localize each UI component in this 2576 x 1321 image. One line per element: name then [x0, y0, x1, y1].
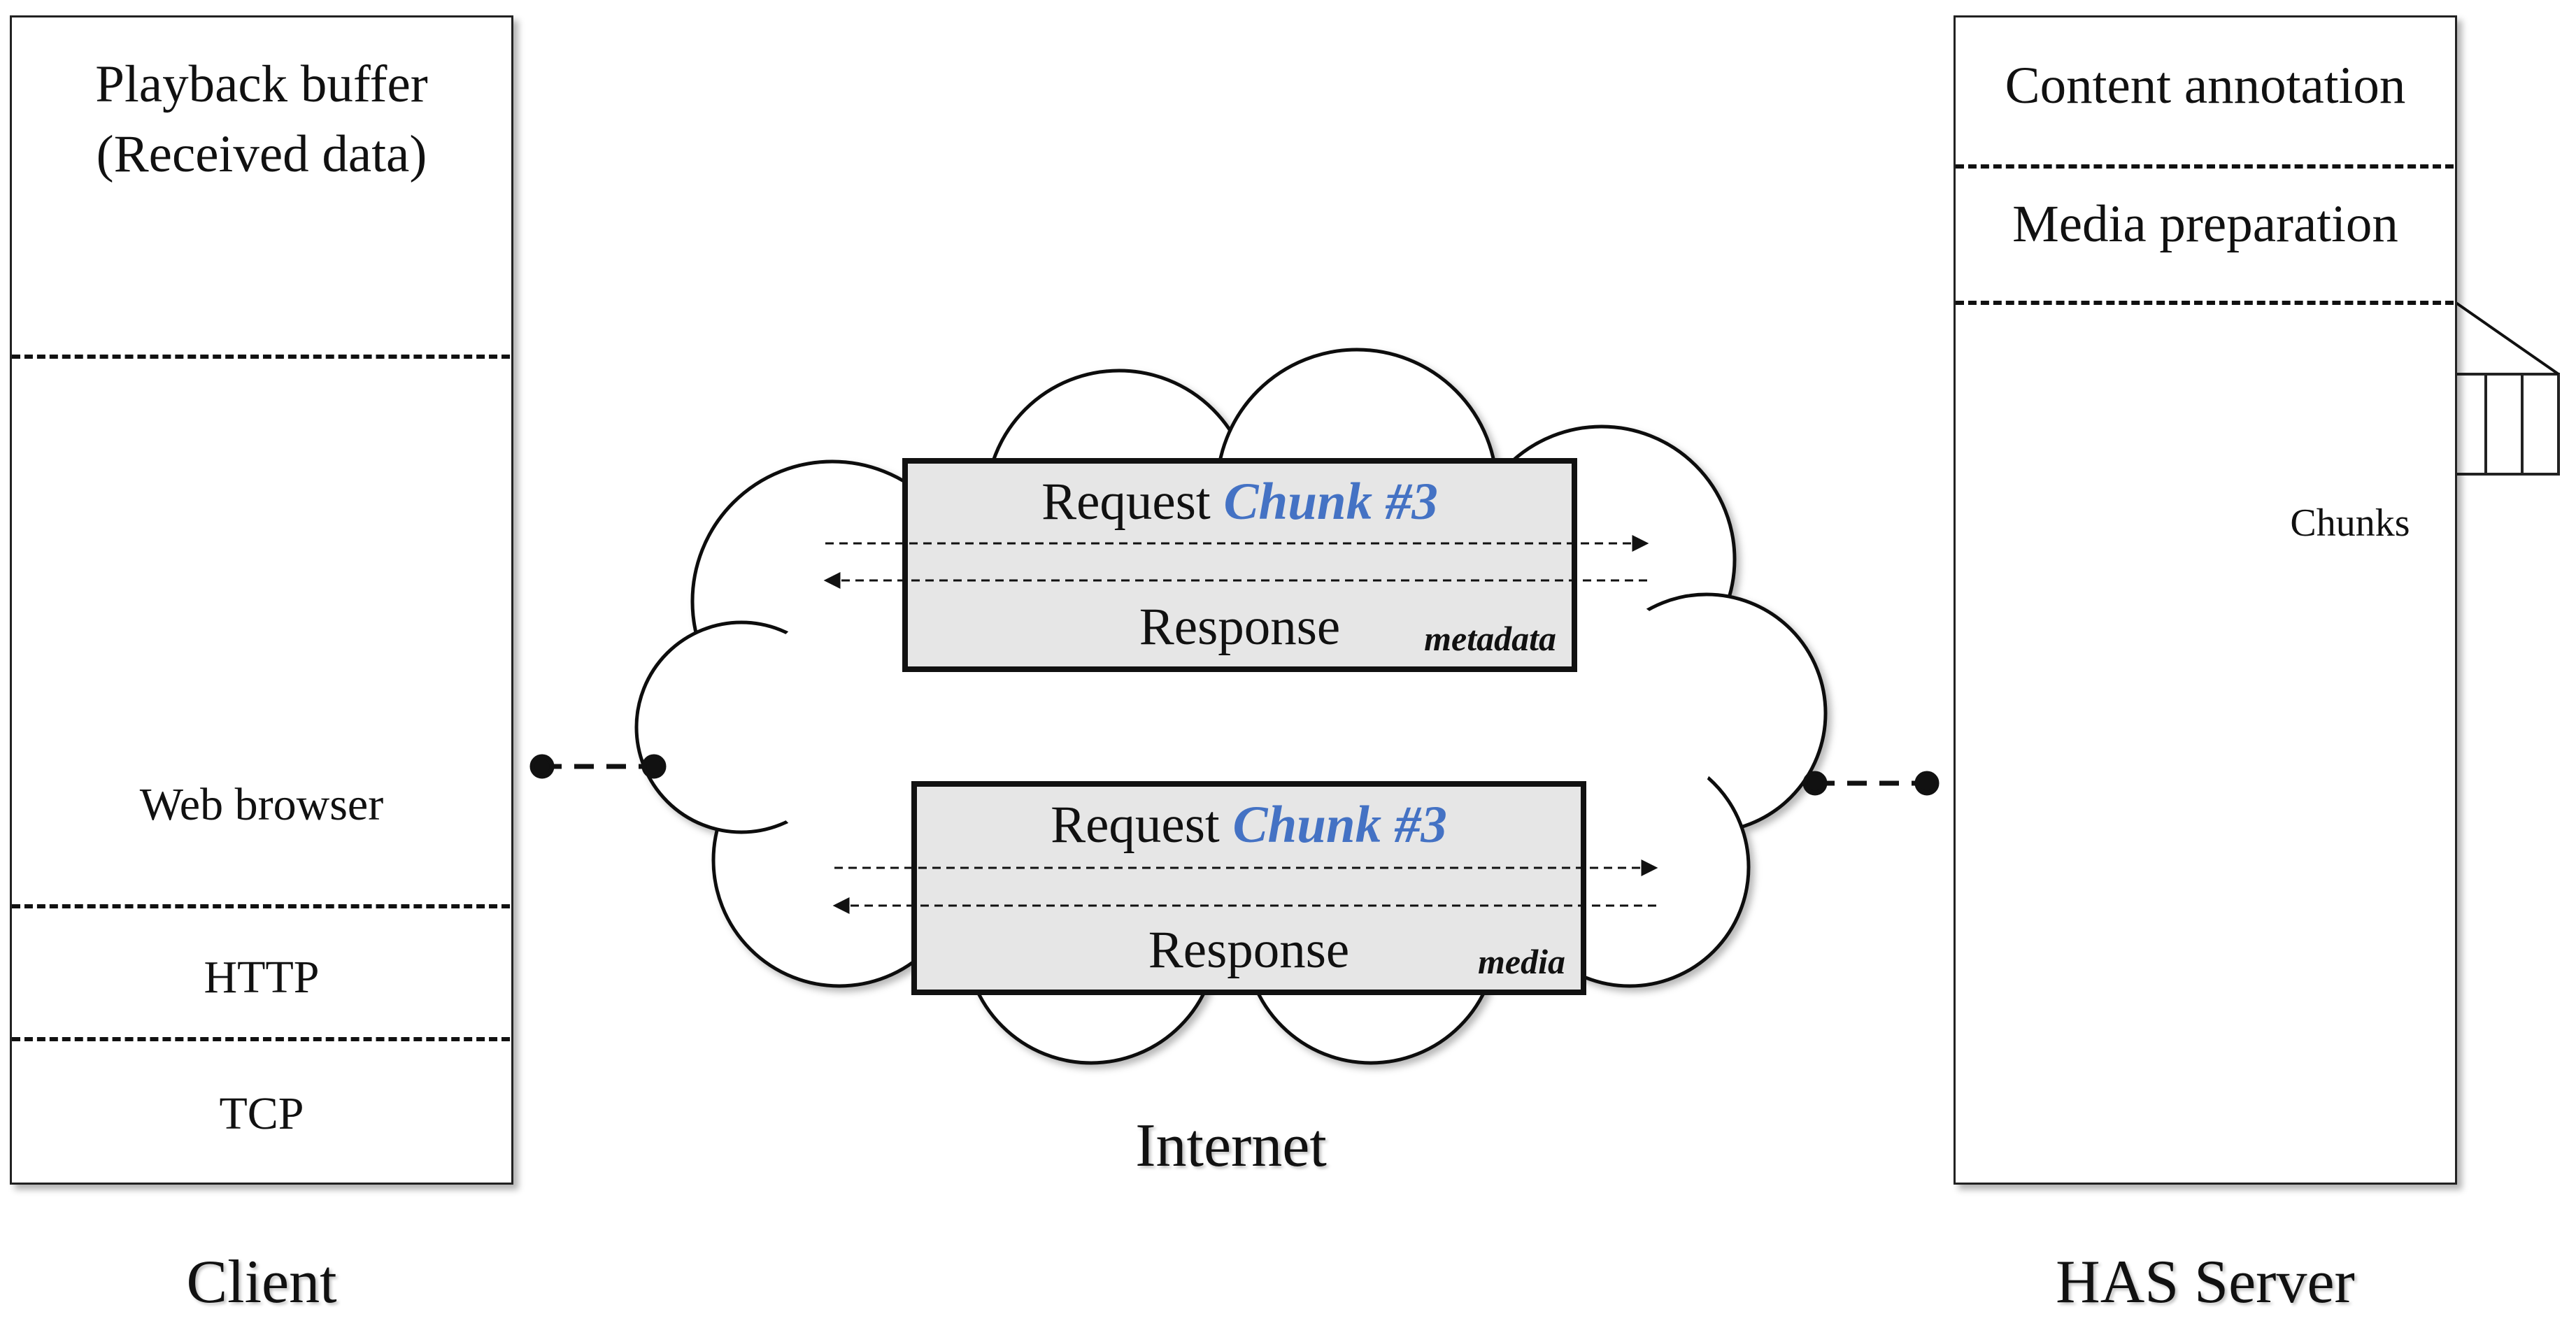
content-annotation-label: Content annotation [2005, 57, 2406, 115]
client-caption: Client [186, 1248, 337, 1316]
http-label: HTTP [204, 952, 320, 1003]
web-browser-label: Web browser [139, 779, 384, 830]
client-internet-link [529, 754, 667, 779]
internet-server-link [1802, 771, 1940, 796]
client-divider-3 [12, 1037, 510, 1041]
server-divider-1 [1956, 164, 2454, 169]
client-panel [10, 15, 513, 1185]
server-panel [1954, 15, 2457, 1185]
received-data-label: (Received data) [96, 125, 427, 183]
playback-buffer-label: Playback buffer [95, 55, 428, 113]
chunk-ref-1: Chunk #3 [1223, 473, 1438, 531]
metadata-tag: metadata [1424, 619, 1556, 658]
response-label-1: Response [1139, 598, 1341, 656]
server-divider-2 [1956, 301, 2454, 305]
server-caption: HAS Server [2056, 1248, 2355, 1316]
request-text-1: Request [1041, 473, 1211, 531]
client-divider-2 [12, 904, 510, 908]
metadata-exchange-box: Request Chunk #3 Response metadata [902, 458, 1577, 672]
request-label-2: Request Chunk #3 [917, 799, 1581, 851]
client-divider-1 [12, 355, 510, 359]
internet-caption: Internet [1135, 1112, 1327, 1180]
chunk-ref-2: Chunk #3 [1232, 796, 1447, 854]
request-label-1: Request Chunk #3 [908, 476, 1572, 528]
media-tag: media [1478, 942, 1565, 981]
chunks-label: Chunks [2290, 501, 2410, 545]
media-preparation-label: Media preparation [2012, 195, 2398, 253]
media-exchange-box: Request Chunk #3 Response media [911, 781, 1586, 995]
request-text-2: Request [1051, 796, 1220, 854]
tcp-label: TCP [219, 1088, 304, 1139]
response-label-2: Response [1148, 921, 1350, 979]
